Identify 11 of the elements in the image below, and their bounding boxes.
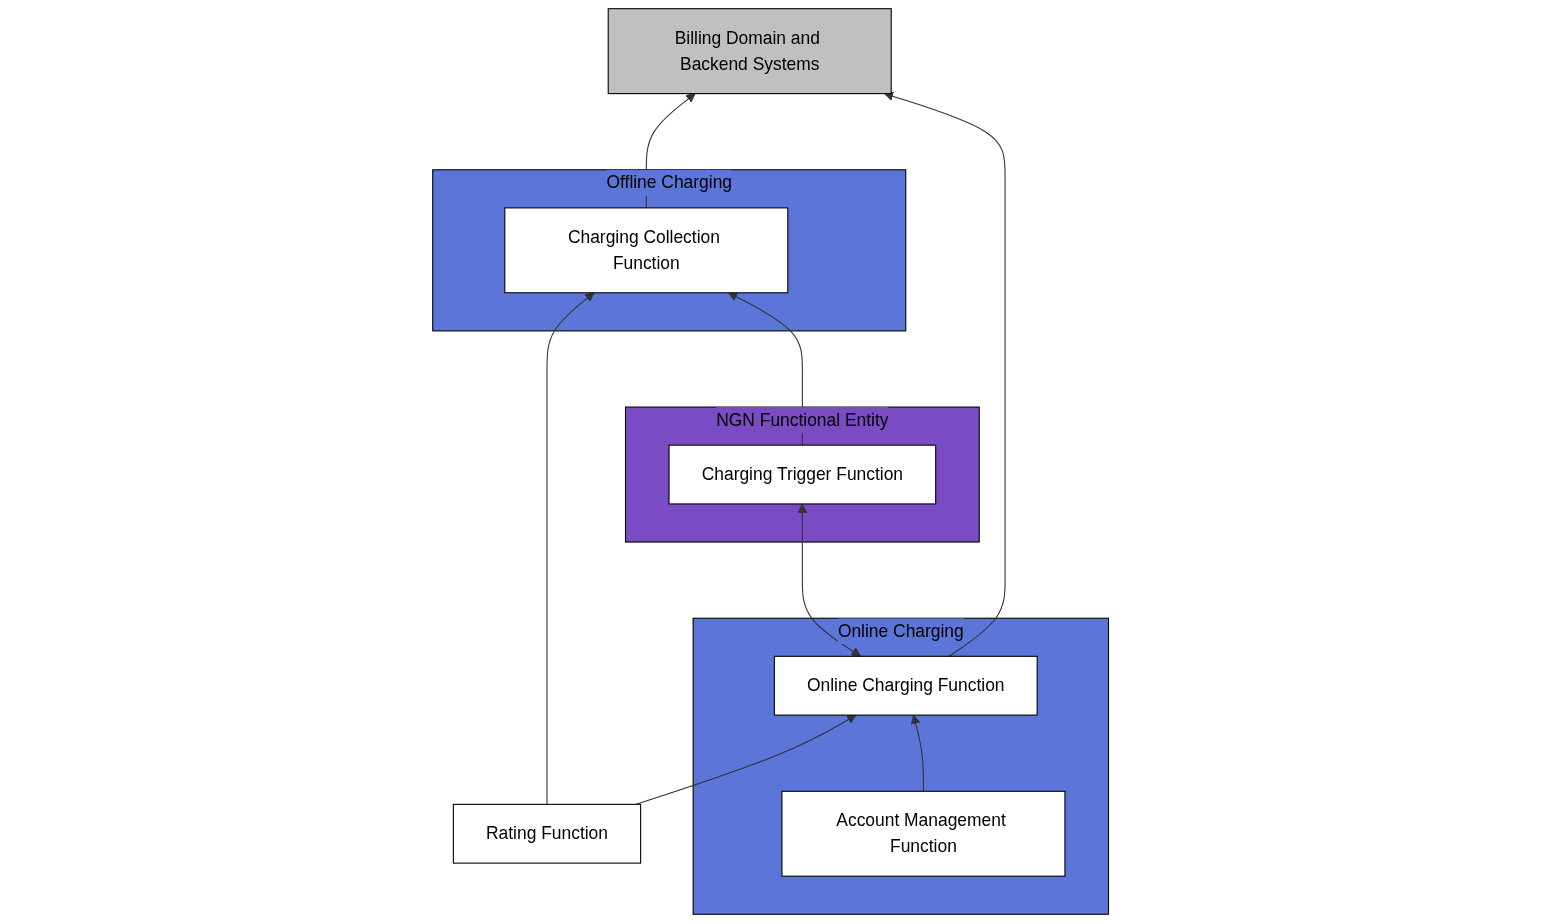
node-box: Account Management Function <box>781 790 1066 877</box>
node-box: Charging Collection Function <box>504 207 789 294</box>
node-box: Online Charging Function <box>773 655 1038 716</box>
node-box: Rating Function <box>452 803 642 864</box>
arrow <box>635 714 857 805</box>
arrow <box>546 292 595 805</box>
arrow <box>883 91 1006 657</box>
node-box: Billing Domain and Backend Systems <box>607 8 892 95</box>
node-box: Charging Trigger Function <box>668 444 937 505</box>
arrow <box>797 503 861 657</box>
arrow <box>910 714 924 792</box>
